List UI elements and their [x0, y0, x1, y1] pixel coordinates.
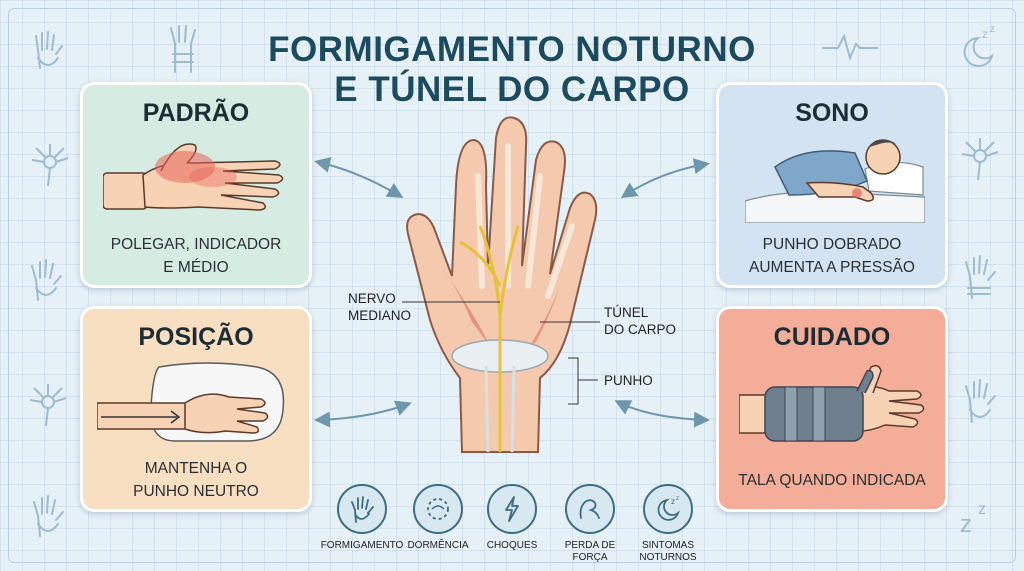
arrow-care [614, 400, 710, 428]
symptom-label: FORMIGAMENTO [320, 540, 404, 551]
care-text-line-1: TALA QUANDO INDICADA [738, 472, 926, 489]
sleeping-person-illustration [745, 139, 925, 223]
median-nerve-label: NERVO MEDIANO [348, 291, 412, 323]
lightning-icon [487, 484, 537, 534]
hand-anatomy-illustration [406, 116, 598, 453]
neuron-outline-icon [31, 144, 69, 187]
title-line-2: E TÚNEL DO CARPO [334, 70, 690, 109]
symptom-label: SINTOMAS NOTURNOS [639, 540, 697, 563]
hand-on-pillow-illustration [97, 362, 285, 442]
carpal-tunnel-label: TÚNEL DO CARPO [604, 305, 677, 337]
wrist-label: PUNHO [604, 373, 653, 388]
position-card: POSIÇÃO MANTENHA O PUNHO NEUTRO [80, 306, 312, 512]
hand-tingle-icon [337, 484, 387, 534]
arrow-position [314, 400, 412, 428]
sleep-text-line-2: AUMENTA A PRESSÃO [749, 259, 915, 276]
symptom-label: CHOQUES [486, 540, 538, 551]
arrow-pattern [314, 156, 404, 199]
svg-text:z: z [960, 511, 972, 538]
position-text-line-1: MANTENHA O [144, 460, 248, 477]
pattern-card: PADRÃO POLEGAR, INDICADOR E MÉDIO [80, 82, 312, 288]
position-text-line-2: PUNHO NEUTRO [133, 483, 259, 500]
pattern-text-line-1: POLEGAR, INDICADOR [110, 236, 282, 253]
hand-outline-icon-2 [31, 259, 62, 301]
svg-text:z: z [990, 24, 995, 35]
symptom-weakness: PERDA DE FORÇA [550, 484, 630, 564]
position-card-text: MANTENHA O PUNHO NEUTRO [83, 457, 309, 503]
wrist-splint-illustration [739, 364, 925, 442]
symptom-tingling: FORMIGAMENTO [316, 484, 408, 552]
symptom-shocks: CHOQUES [472, 484, 552, 552]
pattern-text-line-2: E MÉDIO [163, 259, 229, 276]
border-frame [8, 8, 1016, 563]
hand-outline-icon-4 [965, 255, 996, 299]
arrow-sleep [620, 158, 710, 199]
hand-outline-icon [35, 31, 63, 69]
wrist-brace-outline-icon [170, 25, 196, 73]
svg-text:z: z [982, 27, 988, 41]
care-card: CUIDADO TALA QUANDO INDICADA [716, 306, 948, 512]
sleep-text-line-1: PUNHO DOBRADO [762, 236, 902, 253]
neuron-outline-icon-2 [29, 384, 67, 427]
symptom-label: DORMÊNCIA [407, 540, 469, 551]
sleep-card: SONO PUNHO DOBRADO AUMENTA A PRESSÃO [716, 82, 948, 288]
page-title: FORMIGAMENTO NOTURNO E TÚNEL DO CARPO [0, 30, 1024, 110]
position-card-title: POSIÇÃO [138, 323, 254, 351]
symptom-numbness: DORMÊNCIA [398, 484, 478, 552]
care-card-text: TALA QUANDO INDICADA [719, 469, 945, 492]
svg-text:z: z [671, 497, 675, 506]
heartbeat-icon [822, 33, 878, 62]
pattern-card-title: PADRÃO [142, 99, 250, 127]
hand-tingling-illustration [103, 143, 284, 211]
svg-text:z: z [978, 501, 986, 518]
numbness-icon [413, 484, 463, 534]
hand-outline-icon-5 [965, 379, 996, 423]
svg-text:z: z [676, 496, 679, 502]
hand-outline-icon-3 [33, 495, 64, 537]
weak-grip-icon [565, 484, 615, 534]
zz-icon: zz [960, 501, 986, 538]
care-card-title: CUIDADO [773, 323, 891, 351]
sleep-card-title: SONO [795, 99, 869, 127]
sleep-card-text: PUNHO DOBRADO AUMENTA A PRESSÃO [719, 233, 945, 279]
symptom-label: PERDA DE FORÇA [564, 540, 616, 563]
pattern-card-text: POLEGAR, INDICADOR E MÉDIO [83, 233, 309, 279]
neuron-outline-icon-3 [961, 138, 999, 181]
title-line-1: FORMIGAMENTO NOTURNO [268, 30, 756, 69]
